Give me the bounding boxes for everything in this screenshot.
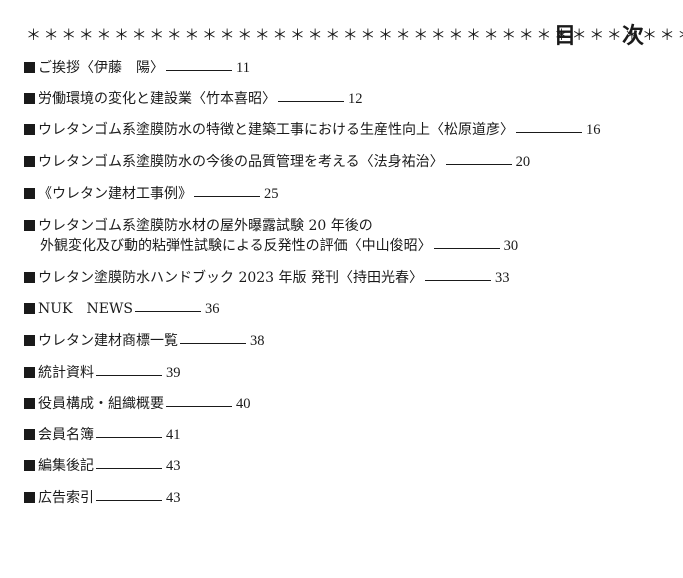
toc-header: ＊＊＊＊＊＊＊＊＊＊＊＊＊＊＊＊＊＊＊＊＊＊＊＊＊＊＊＊＊＊＊＊＊＊＊＊＊＊＊ … [26, 18, 683, 49]
leader-line [278, 89, 344, 102]
square-bullet-icon [24, 220, 35, 231]
toc-entry[interactable]: 役員構成・組織概要 40 [24, 394, 251, 414]
leader-line [166, 58, 232, 71]
leader-line [166, 394, 232, 407]
toc-entry-title: 労働環境の変化と建設業〈竹本喜昭〉 [38, 91, 276, 107]
leader-line [180, 331, 246, 344]
toc-entry[interactable]: ウレタンゴム系塗膜防水の今後の品質管理を考える〈法身祐治〉 20 [24, 152, 530, 172]
leader-line [96, 363, 162, 376]
toc-entry-title: 役員構成・組織概要 [38, 396, 164, 412]
toc-entry-page: 33 [494, 270, 510, 286]
toc-entry[interactable]: 編集後記 43 [24, 456, 181, 476]
leader-line [96, 456, 162, 469]
square-bullet-icon [24, 93, 35, 104]
square-bullet-icon [24, 398, 35, 409]
toc-entry[interactable]: 《ウレタン建材工事例》 25 [24, 184, 279, 204]
toc-entry-title: 会員名簿 [38, 427, 94, 443]
toc-entry-page: 16 [586, 122, 601, 138]
square-bullet-icon [24, 272, 35, 283]
leader-line [96, 425, 162, 438]
toc-entry-title-continued: 外観変化及び動的粘弾性試験による反発性の評価〈中山俊昭〉 30 [24, 236, 518, 256]
toc-entry[interactable]: ウレタンゴム系塗膜防水の特徴と建築工事における生産性向上〈松原道彦〉 16 [24, 120, 601, 140]
toc-entry-page: 38 [250, 333, 265, 349]
decorative-star-rule: ＊＊＊＊＊＊＊＊＊＊＊＊＊＊＊＊＊＊＊＊＊＊＊＊＊＊＊＊＊＊＊＊＊＊＊＊＊＊＊ [26, 26, 683, 44]
square-bullet-icon [24, 188, 35, 199]
toc-entry-page: 11 [236, 60, 250, 76]
square-bullet-icon [24, 62, 35, 73]
toc-entry[interactable]: ウレタン塗膜防水ハンドブック 2023 年版 発刊〈持田光春〉 33 [24, 268, 509, 288]
toc-entry[interactable]: ウレタンゴム系塗膜防水材の屋外曝露試験 20 年後の 外観変化及び動的粘弾性試験… [24, 216, 518, 256]
toc-entry-title: ウレタン塗膜防水ハンドブック 2023 年版 発刊〈持田光春〉 [38, 270, 423, 286]
toc-entry-page: 20 [515, 154, 531, 170]
toc-entry[interactable]: 広告索引 43 [24, 488, 181, 508]
leader-line [134, 299, 201, 312]
toc-entry-title: NUK NEWS [38, 301, 133, 317]
square-bullet-icon [24, 460, 35, 471]
leader-line [433, 236, 500, 249]
square-bullet-icon [24, 429, 35, 440]
square-bullet-icon [24, 492, 35, 503]
square-bullet-icon [24, 367, 35, 378]
toc-entry-page: 41 [166, 427, 181, 443]
toc-entry[interactable]: ウレタン建材商標一覧 38 [24, 331, 265, 351]
square-bullet-icon [24, 303, 35, 314]
toc-entry-title: 広告索引 [38, 490, 94, 506]
toc-entry-title: ウレタンゴム系塗膜防水の特徴と建築工事における生産性向上〈松原道彦〉 [38, 122, 514, 138]
toc-entry-title: 《ウレタン建材工事例》 [38, 186, 192, 202]
toc-entry[interactable]: ご挨拶〈伊藤 陽〉 11 [24, 58, 250, 78]
toc-entry[interactable]: 統計資料 39 [24, 363, 181, 383]
toc-entry-title: 編集後記 [38, 458, 94, 474]
leader-line [96, 488, 162, 501]
leader-line [445, 152, 512, 165]
toc-entry-page: 25 [264, 186, 279, 202]
square-bullet-icon [24, 335, 35, 346]
toc-entry-page: 30 [503, 238, 519, 254]
leader-line [194, 184, 260, 197]
toc-entry-page: 43 [166, 458, 181, 474]
square-bullet-icon [24, 156, 35, 167]
square-bullet-icon [24, 124, 35, 135]
toc-entry-page: 12 [348, 91, 363, 107]
leader-line [424, 268, 491, 281]
toc-entry-title: ウレタン建材商標一覧 [38, 333, 178, 349]
toc-entry-page: 40 [236, 396, 251, 412]
toc-entry[interactable]: 会員名簿 41 [24, 425, 181, 445]
toc-entry-title: ウレタンゴム系塗膜防水材の屋外曝露試験 20 年後の [38, 218, 373, 234]
toc-entry-title-line2: 外観変化及び動的粘弾性試験による反発性の評価〈中山俊昭〉 [40, 238, 432, 254]
toc-entry-title: 統計資料 [38, 365, 94, 381]
toc-entry-page: 39 [166, 365, 181, 381]
toc-entry-title: ウレタンゴム系塗膜防水の今後の品質管理を考える〈法身祐治〉 [38, 154, 444, 170]
toc-entry[interactable]: NUK NEWS 36 [24, 299, 219, 319]
toc-entry-page: 43 [166, 490, 181, 506]
leader-line [516, 120, 582, 133]
toc-entry-page: 36 [204, 301, 220, 317]
page-title: 目 次 [553, 24, 656, 49]
toc-entry-title: ご挨拶〈伊藤 陽〉 [38, 60, 164, 76]
toc-entry[interactable]: 労働環境の変化と建設業〈竹本喜昭〉 12 [24, 89, 363, 109]
